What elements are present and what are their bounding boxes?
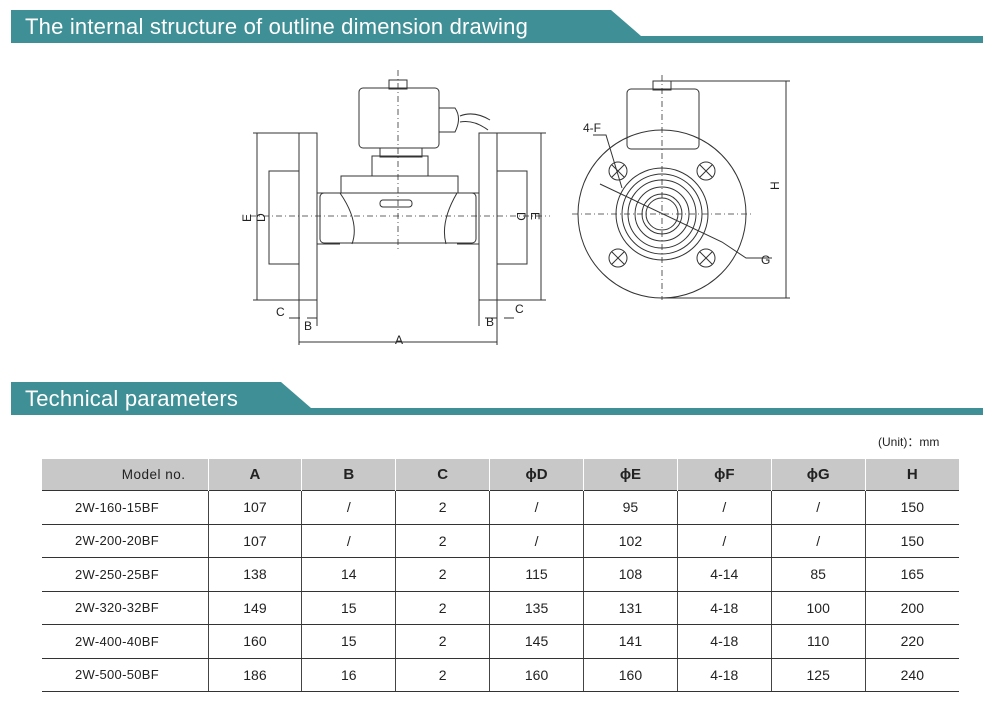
cell-c: 2 <box>395 557 491 592</box>
table-row: 2W-500-50BF 186 16 2 160 160 4-18 125 24… <box>42 658 959 692</box>
cell-model: 2W-320-32BF <box>42 591 209 625</box>
header-d: ϕD <box>489 459 584 491</box>
bolt-hole <box>696 248 716 268</box>
cell-b: 15 <box>301 591 397 625</box>
cell-model: 2W-160-15BF <box>42 490 209 525</box>
cell-model: 2W-200-20BF <box>42 524 209 558</box>
cell-e: 95 <box>583 490 678 525</box>
cell-a: 149 <box>208 591 303 625</box>
cell-g: 100 <box>771 591 866 625</box>
label-c-left: C <box>276 305 285 319</box>
cell-b: / <box>301 490 397 525</box>
right-flange <box>478 132 498 301</box>
cell-b: 15 <box>301 624 397 659</box>
label-4f: 4-F <box>583 121 601 135</box>
cell-h: 240 <box>865 658 959 692</box>
cell-e: 160 <box>583 658 678 692</box>
cell-d: 115 <box>489 557 584 592</box>
cell-d: 145 <box>489 624 584 659</box>
label-d-left: D <box>254 213 268 222</box>
cell-c: 2 <box>395 524 491 558</box>
cell-f: 4-18 <box>677 624 772 659</box>
cell-h: 220 <box>865 624 959 659</box>
header-h: H <box>865 459 959 491</box>
cell-f: 4-14 <box>677 557 772 592</box>
header-f: ϕF <box>677 459 772 491</box>
cell-b: / <box>301 524 397 558</box>
label-g: G <box>761 253 770 267</box>
label-b-left: B <box>304 319 312 333</box>
label-a: A <box>395 333 403 347</box>
params-section-title: Technical parameters <box>25 386 239 411</box>
cell-a: 138 <box>208 557 303 592</box>
bolt-hole <box>696 161 716 181</box>
cell-d: 160 <box>489 658 584 692</box>
table-row: 2W-400-40BF 160 15 2 145 141 4-18 110 22… <box>42 624 959 659</box>
drawing-section-banner: The internal structure of outline dimens… <box>11 10 983 44</box>
cell-e: 131 <box>583 591 678 625</box>
parameters-table: Model no. A B C ϕD ϕE ϕF ϕG H 2W-160-15B… <box>42 459 959 692</box>
cell-h: 150 <box>865 490 959 525</box>
cell-f: / <box>677 490 772 525</box>
bolt-hole <box>608 161 628 181</box>
cell-e: 141 <box>583 624 678 659</box>
header-g: ϕG <box>771 459 866 491</box>
cell-c: 2 <box>395 658 491 692</box>
cell-a: 160 <box>208 624 303 659</box>
header-c: C <box>395 459 491 491</box>
cell-g: 110 <box>771 624 866 659</box>
label-c-right: C <box>515 302 524 316</box>
params-section-banner: Technical parameters <box>11 382 983 416</box>
table-header-row: Model no. A B C ϕD ϕE ϕF ϕG H <box>42 459 959 491</box>
cell-e: 108 <box>583 557 678 592</box>
banner-shape <box>11 10 983 43</box>
label-h: H <box>768 181 782 190</box>
cell-a: 186 <box>208 658 303 692</box>
cell-model: 2W-400-40BF <box>42 624 209 659</box>
cell-g: 125 <box>771 658 866 692</box>
cell-d: 135 <box>489 591 584 625</box>
cell-c: 2 <box>395 490 491 525</box>
cell-b: 16 <box>301 658 397 692</box>
cell-f: 4-18 <box>677 591 772 625</box>
cell-model: 2W-500-50BF <box>42 658 209 692</box>
cell-b: 14 <box>301 557 397 592</box>
cell-e: 102 <box>583 524 678 558</box>
bolt-hole <box>608 248 628 268</box>
header-model: Model no. <box>42 459 209 491</box>
table-row: 2W-160-15BF 107 / 2 / 95 / / 150 <box>42 490 959 525</box>
cell-a: 107 <box>208 524 303 558</box>
solenoid-coil <box>358 87 440 149</box>
table-row: 2W-320-32BF 149 15 2 135 131 4-18 100 20… <box>42 591 959 625</box>
cell-c: 2 <box>395 624 491 659</box>
cell-d: / <box>489 490 584 525</box>
cell-f: / <box>677 524 772 558</box>
label-b-right: B <box>486 315 494 329</box>
table-row: 2W-200-20BF 107 / 2 / 102 / / 150 <box>42 524 959 558</box>
cell-model: 2W-250-25BF <box>42 557 209 592</box>
cell-d: / <box>489 524 584 558</box>
outline-dimension-drawing: E D D E C B C B A 4-F G H <box>240 70 790 347</box>
cell-g: / <box>771 490 866 525</box>
cell-g: 85 <box>771 557 866 592</box>
cell-c: 2 <box>395 591 491 625</box>
banner-shape <box>11 382 983 415</box>
cell-g: / <box>771 524 866 558</box>
cell-h: 200 <box>865 591 959 625</box>
label-d-right: D <box>514 212 528 221</box>
cell-h: 150 <box>865 524 959 558</box>
label-e-right: E <box>528 212 542 220</box>
header-a: A <box>208 459 303 491</box>
coil-front <box>626 88 700 150</box>
header-e: ϕE <box>583 459 678 491</box>
table-row: 2W-250-25BF 138 14 2 115 108 4-14 85 165 <box>42 557 959 592</box>
unit-note: (Unit)：mm <box>878 435 940 449</box>
drawing-section-title: The internal structure of outline dimens… <box>25 14 529 39</box>
label-e-left: E <box>240 214 254 222</box>
left-flange <box>298 132 318 301</box>
header-b: B <box>301 459 397 491</box>
cell-a: 107 <box>208 490 303 525</box>
cell-h: 165 <box>865 557 959 592</box>
cell-f: 4-18 <box>677 658 772 692</box>
